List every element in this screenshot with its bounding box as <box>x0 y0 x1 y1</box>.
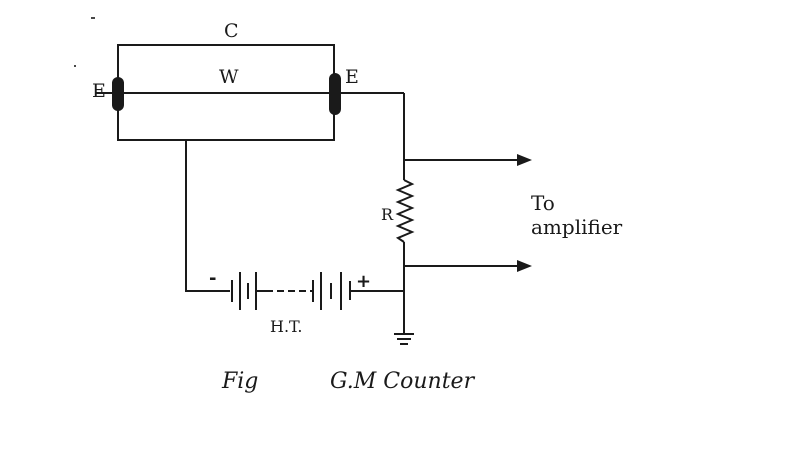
caption-fig: Fig <box>221 369 258 394</box>
label-resistor: R <box>381 205 394 224</box>
label-output-line1: To <box>531 191 555 215</box>
label-output-line2: amplifier <box>531 215 623 239</box>
label-plus: + <box>356 271 371 292</box>
electrode-left <box>112 77 124 111</box>
electrode-right <box>329 73 341 115</box>
label-minus: - <box>209 268 216 289</box>
cathode-lead <box>185 140 230 292</box>
ground-icon <box>394 333 414 345</box>
resistor <box>395 179 415 243</box>
label-electrode-left: E <box>92 80 106 102</box>
label-battery: H.T. <box>270 317 302 336</box>
caption-title: G.M Counter <box>330 369 476 394</box>
arrow-right-icon <box>517 260 532 272</box>
label-wire: W <box>219 66 239 88</box>
arrow-right-icon <box>517 154 532 166</box>
label-electrode-right: E <box>345 66 359 88</box>
ht-battery <box>231 272 404 310</box>
label-cathode: C <box>224 20 239 42</box>
